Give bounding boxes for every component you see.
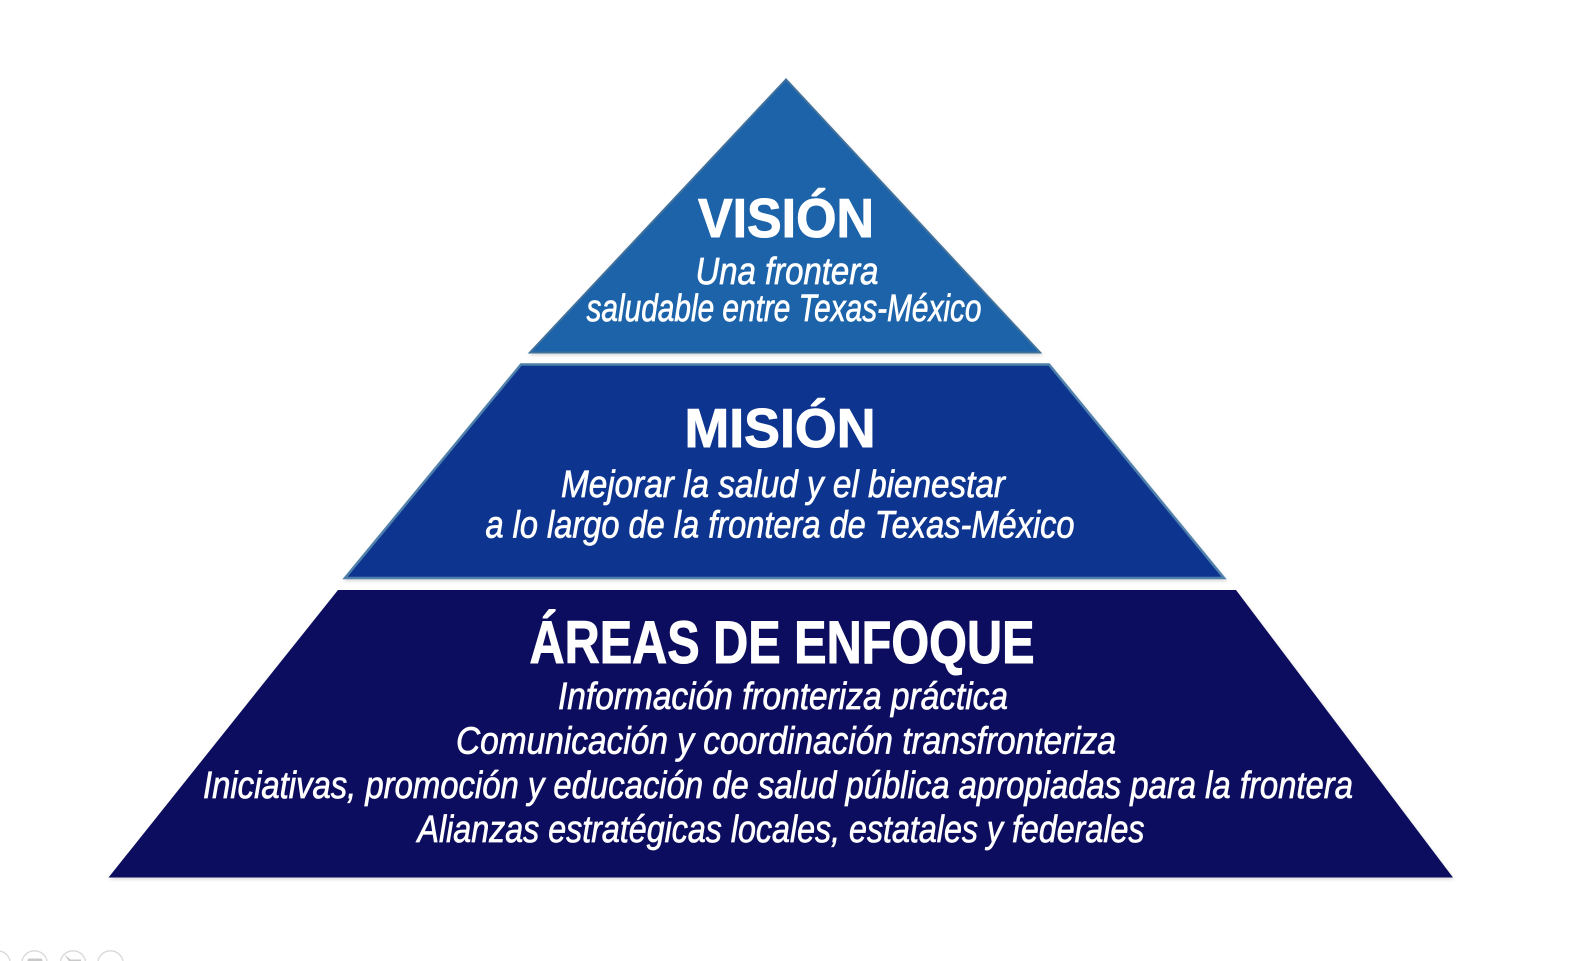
- svg-text:Comunicación y coordinación tr: Comunicación y coordinación transfronter…: [456, 721, 1116, 763]
- svg-text:VISIÓN: VISIÓN: [698, 187, 874, 249]
- svg-text:Información fronteriza práctic: Información fronteriza práctica: [558, 676, 1008, 718]
- svg-text:Iniciativas, promoción y educa: Iniciativas, promoción y educación de sa…: [203, 765, 1353, 807]
- svg-text:Una frontera: Una frontera: [696, 251, 879, 293]
- svg-text:ÁREAS DE ENFOQUE: ÁREAS DE ENFOQUE: [530, 609, 1035, 676]
- svg-text:Alianzas estratégicas locales,: Alianzas estratégicas locales, estatales…: [416, 809, 1145, 851]
- svg-text:a lo largo de la frontera de T: a lo largo de la frontera de Texas-Méxic…: [486, 505, 1075, 547]
- svg-text:Mejorar la salud y el bienesta: Mejorar la salud y el bienestar: [561, 464, 1006, 506]
- svg-text:MISIÓN: MISIÓN: [685, 397, 876, 459]
- svg-text:saludable entre Texas-México: saludable entre Texas-México: [587, 288, 982, 330]
